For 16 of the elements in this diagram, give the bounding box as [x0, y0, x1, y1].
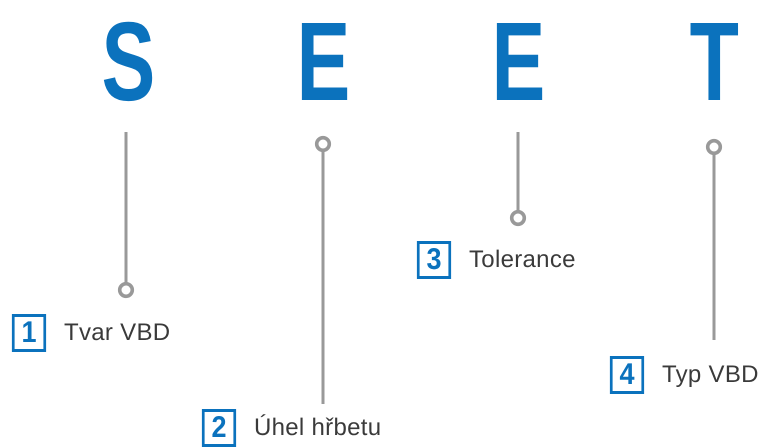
- letter: E: [296, 6, 350, 126]
- callout-label: Tolerance: [469, 246, 576, 274]
- callout-number: 2: [202, 409, 236, 447]
- letter: E: [491, 6, 545, 126]
- callout-label: Typ VBD: [662, 361, 759, 389]
- callout-number: 3: [416, 241, 452, 279]
- callout-number: 4: [610, 356, 644, 394]
- leader-line: [118, 132, 134, 298]
- leader-line: [314, 136, 332, 404]
- letter: T: [689, 6, 739, 126]
- callout-number: 1: [12, 314, 46, 352]
- leader-line: [706, 138, 722, 340]
- callout-label: Úhel hřbetu: [254, 414, 382, 442]
- leader-line: [510, 132, 526, 226]
- letter: S: [101, 6, 155, 126]
- callout-label: Tvar VBD: [64, 319, 170, 347]
